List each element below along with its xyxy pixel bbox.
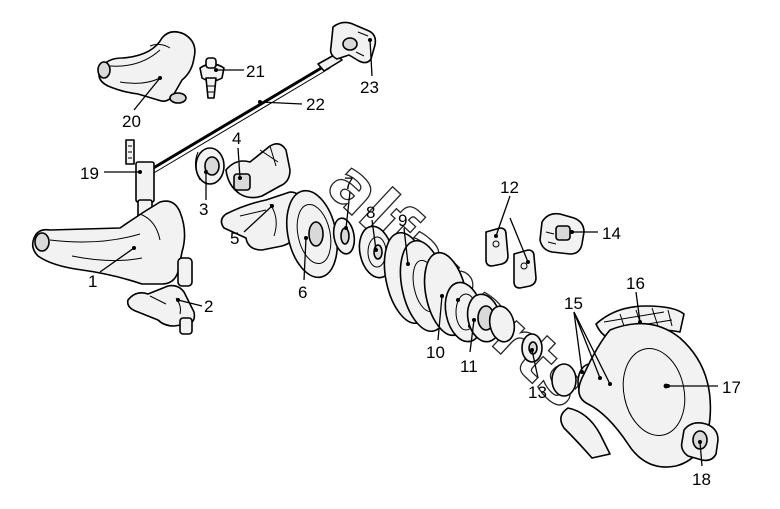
callout-22: 22 [306, 95, 325, 114]
callout-labels: 1 2 3 4 5 6 7 8 9 10 11 12 13 14 15 16 1… [80, 62, 741, 489]
callout-19: 19 [80, 164, 99, 183]
callout-5: 5 [230, 229, 239, 248]
part-ball-joint-upper [199, 57, 225, 99]
callout-8: 8 [366, 203, 375, 222]
callout-6: 6 [298, 283, 307, 302]
callout-4: 4 [232, 129, 241, 148]
part-upper-control-arm [97, 30, 196, 104]
callout-9: 9 [398, 211, 407, 230]
callout-17: 17 [722, 378, 741, 397]
part-brake-caliper [539, 212, 585, 255]
callout-21: 21 [246, 62, 265, 81]
part-lower-control-arm [31, 200, 193, 287]
callout-23: 23 [360, 78, 379, 97]
part-knuckle-bracket [225, 142, 291, 199]
part-lower-ball-joint [126, 284, 196, 335]
callout-7: 7 [344, 174, 353, 193]
callout-16: 16 [626, 274, 645, 293]
callout-2: 2 [204, 297, 213, 316]
part-tie-rod-end [329, 21, 377, 64]
part-backing-plate [560, 322, 712, 468]
callout-10: 10 [426, 343, 445, 362]
callout-20: 20 [122, 112, 141, 131]
callout-13: 13 [528, 383, 547, 402]
callout-3: 3 [199, 200, 208, 219]
part-outer-bearing [466, 293, 516, 343]
leader-lines [99, 38, 718, 467]
callout-11: 11 [460, 357, 478, 376]
callout-15: 15 [564, 294, 583, 313]
callout-14: 14 [602, 224, 621, 243]
part-brake-pads [485, 227, 537, 289]
callout-18: 18 [692, 470, 711, 489]
part-bushing [194, 147, 225, 185]
callout-12: 12 [500, 178, 519, 197]
callout-1: 1 [88, 272, 97, 291]
